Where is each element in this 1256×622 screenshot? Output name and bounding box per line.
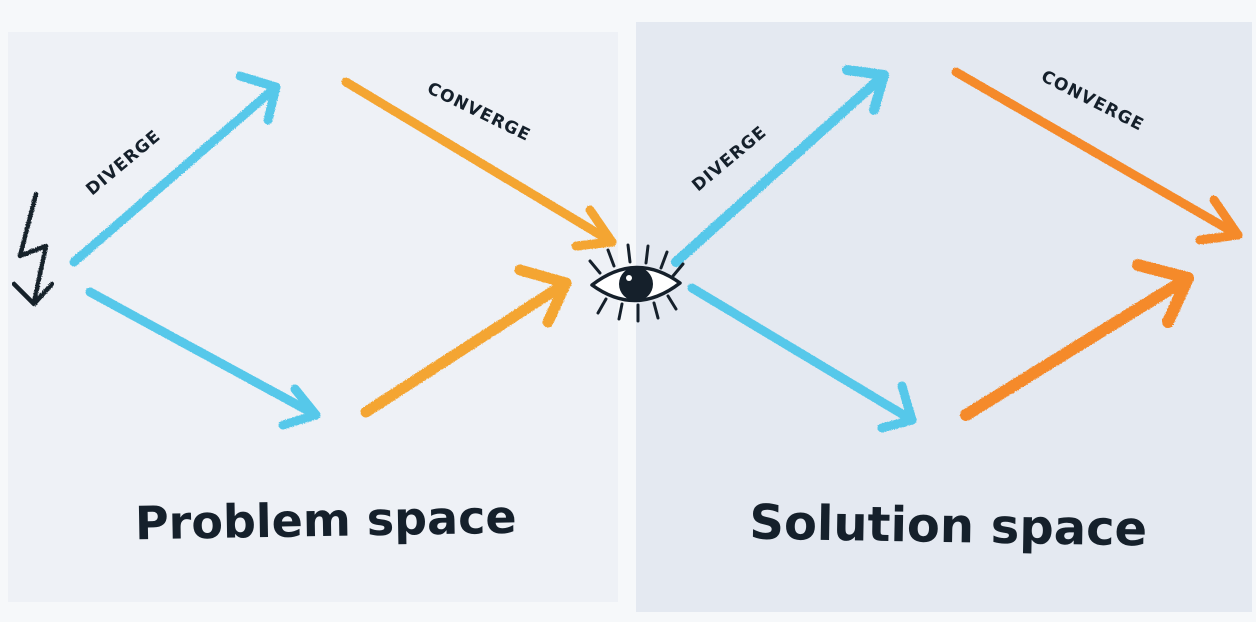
- problem-diverge-down-arrow: [85, 287, 321, 430]
- eye-icon: [588, 243, 685, 323]
- solution-converge-down-arrow: [951, 67, 1243, 245]
- problem-space-title: Problem space: [134, 490, 517, 551]
- solution-space-title: Solution space: [749, 495, 1148, 558]
- solution-diverge-up-arrow: [671, 65, 889, 267]
- solution-converge-up-arrow: [960, 259, 1194, 421]
- solution-diverge-down-arrow: [687, 283, 917, 433]
- problem-converge-down-arrow: [341, 77, 617, 251]
- problem-diverge-up-arrow: [69, 71, 281, 267]
- lightning-bolt-icon: [11, 191, 55, 307]
- problem-converge-up-arrow: [360, 264, 572, 418]
